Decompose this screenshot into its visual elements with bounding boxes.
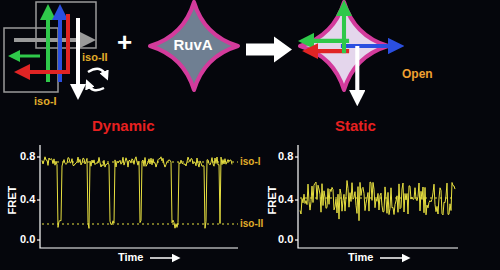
panel-title: Static	[335, 118, 376, 135]
protein-label: RuvA	[173, 37, 212, 54]
tick-label: 0.4	[20, 193, 35, 205]
level-label: iso-II	[240, 218, 263, 229]
complex-star: Open	[298, 0, 438, 106]
panel-title: Dynamic	[92, 118, 155, 135]
tick-label: 0.0	[278, 233, 293, 245]
plus-sign: +	[117, 28, 132, 57]
reaction-arrow	[246, 37, 292, 63]
star-outline	[298, 0, 390, 92]
axis-title: Time	[348, 251, 373, 263]
axis-title: FRET	[266, 186, 278, 215]
axis-title: Time	[118, 251, 143, 263]
level-label: iso-I	[240, 156, 261, 167]
isomer-label: iso-II	[82, 51, 108, 63]
state-label: Open	[402, 68, 433, 81]
tick-label: 0.4	[278, 193, 293, 205]
axis-title: FRET	[6, 186, 18, 215]
tick-label: 0.8	[278, 150, 293, 162]
tick-label: 0.8	[20, 150, 35, 162]
tick-label: 0.0	[20, 233, 35, 245]
ruva-star: RuvA	[148, 0, 240, 92]
isomer-label: iso-I	[34, 95, 57, 107]
